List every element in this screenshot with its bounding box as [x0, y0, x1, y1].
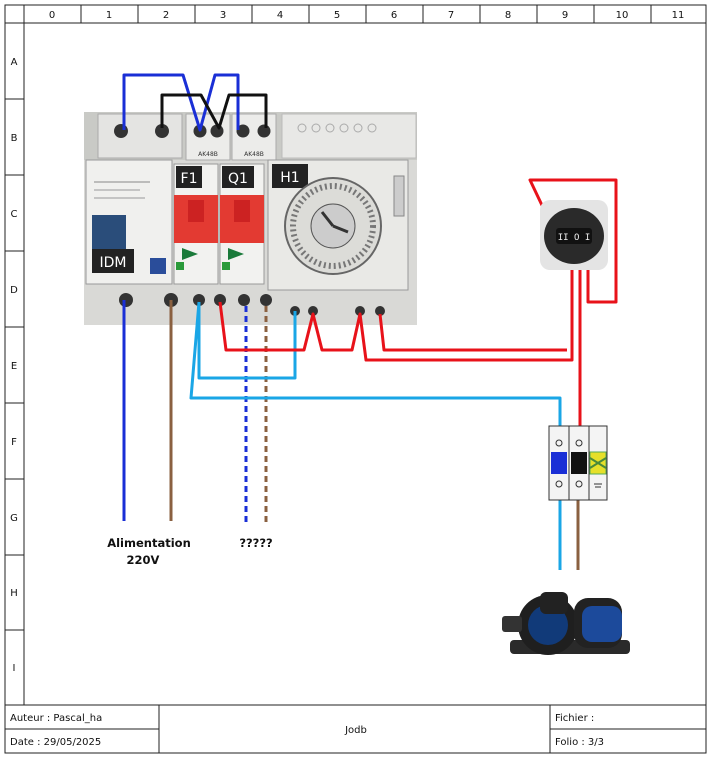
selector-switch: II O I [540, 200, 608, 270]
switch-loop-wire [528, 178, 618, 304]
drawing-title: Jodb [344, 725, 367, 736]
screw-terminal [236, 124, 250, 138]
h1-label: H1 [280, 170, 299, 186]
column-label: 8 [505, 10, 511, 21]
terminal-block [97, 113, 183, 159]
pool-pump [502, 592, 630, 655]
supply-label-line1: Alimentation [107, 536, 191, 550]
terminal-neutral-mark [551, 452, 567, 474]
row-label: B [11, 133, 18, 144]
column-header: 0 1 2 3 4 5 6 7 8 9 10 11 [5, 5, 706, 24]
screw-terminal [260, 294, 272, 306]
wiring [122, 73, 618, 570]
row-header: A B C D E F G H I [5, 23, 25, 705]
phase-bridge-wire [160, 93, 268, 130]
row-label: C [11, 209, 18, 220]
author-field: Auteur : Pascal_ha [10, 713, 102, 724]
column-label: 3 [220, 10, 226, 21]
column-label: 6 [391, 10, 397, 21]
file-field: Fichier : [555, 713, 594, 724]
electrical-panel: AK48B AK48B IDM F1 Q1 [84, 112, 417, 325]
relay-module [185, 113, 231, 161]
screw-terminal [114, 124, 128, 138]
q1-label: Q1 [228, 171, 248, 187]
screw-terminal [193, 294, 205, 306]
column-label: 7 [448, 10, 454, 21]
row-label: I [13, 663, 16, 674]
date-field: Date : 29/05/2025 [10, 737, 101, 748]
unknown-label: ????? [239, 536, 272, 550]
switch-feed-wire [378, 313, 567, 352]
screw-terminal [155, 124, 169, 138]
screw-terminal [375, 306, 385, 316]
screw-terminal [257, 124, 271, 138]
pump-lid [540, 592, 568, 614]
timer-live-wire [218, 258, 574, 362]
screw-terminal [214, 294, 226, 306]
pump-terminal-block [548, 425, 608, 501]
row-label: F [11, 437, 17, 448]
relay-tag: AK48B [198, 151, 218, 158]
row-label: A [11, 57, 18, 68]
neutral-bridge-wire [122, 73, 240, 132]
column-label: 2 [163, 10, 169, 21]
folio-field: Folio : 3/3 [555, 737, 604, 748]
column-label: 9 [562, 10, 568, 21]
column-label: 10 [616, 10, 629, 21]
supply-label-line2: 220V [127, 553, 160, 567]
column-label: 1 [106, 10, 112, 21]
title-block: Auteur : Pascal_ha Date : 29/05/2025 Jod… [5, 704, 706, 753]
rccb-toggle [92, 215, 126, 249]
screw-terminal [238, 294, 250, 306]
switch-marks: II O I [558, 233, 591, 243]
screw-terminal [308, 306, 318, 316]
screw-terminal [119, 293, 133, 307]
timer-neutral-wire [197, 302, 297, 380]
column-label: 11 [672, 10, 685, 21]
screw-terminal [355, 306, 365, 316]
row-label: G [10, 513, 18, 524]
column-label: 5 [334, 10, 340, 21]
idm-label: IDM [100, 255, 127, 271]
relay-tag: AK48B [244, 151, 264, 158]
f1-label: F1 [181, 171, 198, 187]
row-label: D [10, 285, 18, 296]
row-label: H [10, 588, 18, 599]
column-label: 0 [49, 10, 55, 21]
row-label: E [11, 361, 17, 372]
blank-module [281, 113, 417, 159]
column-label: 4 [277, 10, 283, 21]
pump-neutral-feed [189, 301, 562, 440]
